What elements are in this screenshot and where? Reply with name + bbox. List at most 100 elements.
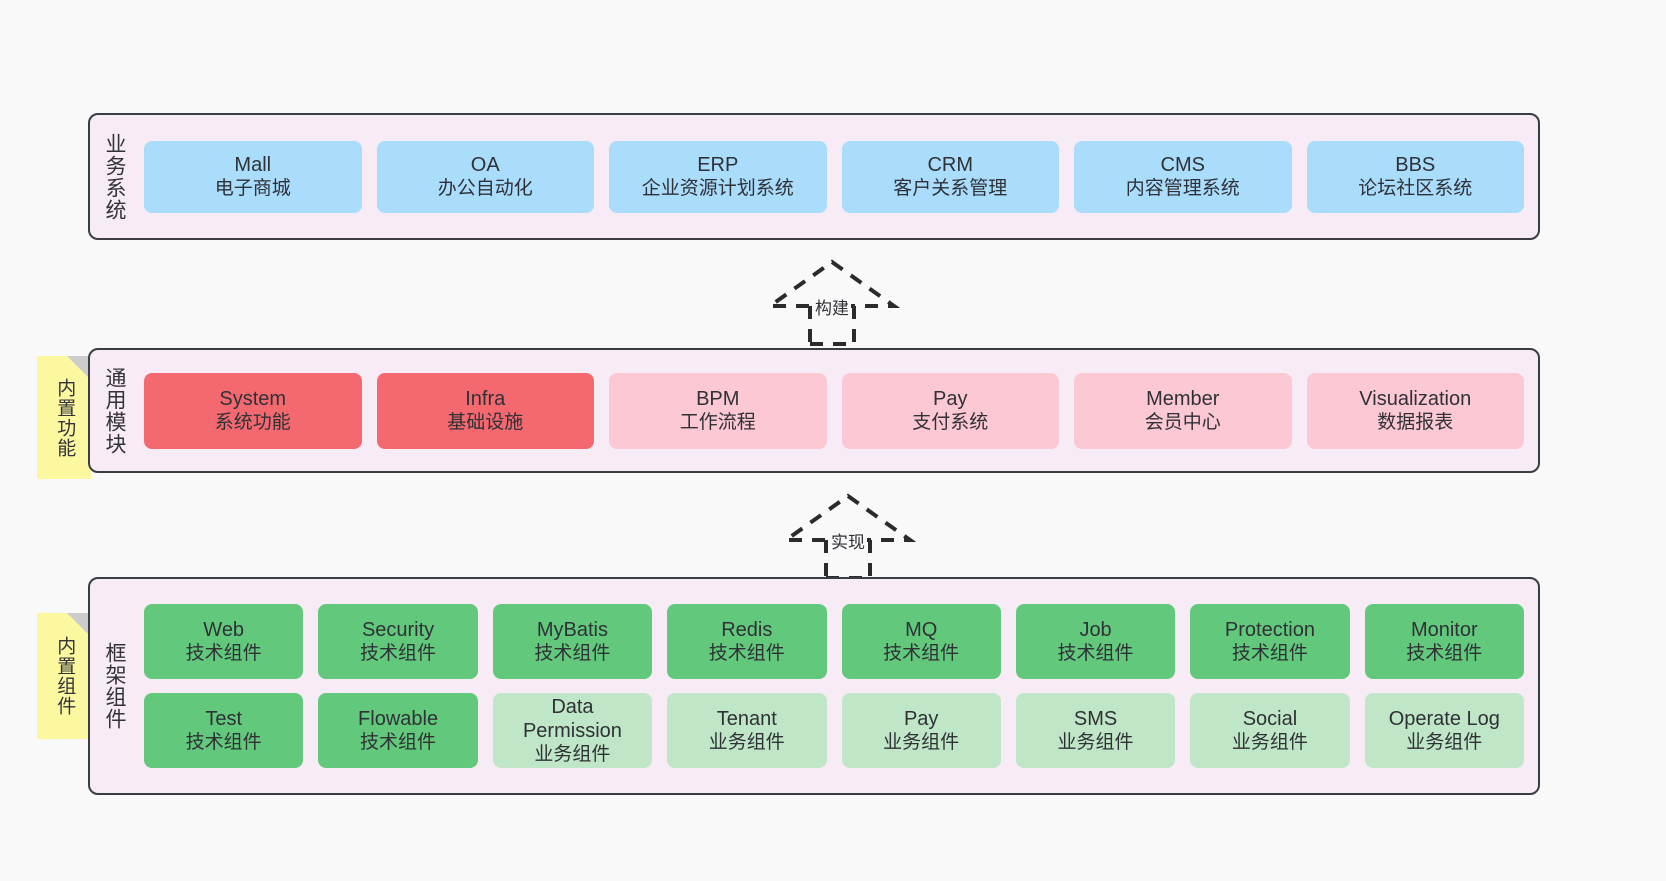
module-subtitle: 会员中心	[1144, 412, 1221, 434]
sticky-fold-icon	[67, 356, 91, 380]
module-subtitle: 技术组件	[360, 732, 437, 754]
module-box-bbs[interactable]: BBS 论坛社区系统	[1306, 140, 1524, 213]
module-box-cms[interactable]: CMS 内容管理系统	[1074, 140, 1292, 213]
module-name: Redis	[721, 618, 773, 641]
module-box-web[interactable]: Web 技术组件	[144, 604, 304, 679]
module-subtitle: 业务组件	[1406, 732, 1483, 754]
module-box-flowable[interactable]: Flowable 技术组件	[318, 693, 478, 768]
module-subtitle: 技术组件	[708, 643, 785, 665]
module-box-mq[interactable]: MQ 技术组件	[841, 604, 1001, 679]
module-subtitle: 业务组件	[883, 732, 960, 754]
module-name: Pay	[903, 707, 939, 730]
module-name: Flowable	[358, 707, 439, 730]
module-box-social[interactable]: Social 业务组件	[1190, 693, 1350, 768]
layer-framework-component: 框架组件 Web 技术组件 Security 技术组件 MyBatis 技术组件…	[88, 577, 1540, 795]
module-name: SMS	[1073, 707, 1118, 730]
module-subtitle: 技术组件	[534, 643, 611, 665]
module-name: OA	[470, 153, 500, 176]
layer-body-framework-component: Web 技术组件 Security 技术组件 MyBatis 技术组件 Redi…	[138, 579, 1538, 793]
module-box-pay-business[interactable]: Pay 业务组件	[841, 693, 1001, 768]
layer-row: System 系统功能 Infra 基础设施 BPM 工作流程 Pay 支付系统…	[144, 372, 1524, 449]
connector-label-realize: 实现	[829, 528, 867, 553]
module-box-sms[interactable]: SMS 业务组件	[1015, 693, 1176, 768]
module-box-mall[interactable]: Mall 电子商城	[144, 140, 362, 213]
module-subtitle: 技术组件	[360, 643, 437, 665]
module-box-tenant[interactable]: Tenant 业务组件	[667, 693, 827, 768]
module-name: ERP	[697, 153, 739, 176]
module-box-system[interactable]: System 系统功能	[144, 372, 362, 449]
layer-title-business-system: 业务系统	[103, 132, 127, 221]
module-name: System	[219, 387, 287, 410]
module-name-line2: Permission	[522, 719, 622, 742]
module-name: Data	[551, 695, 594, 718]
module-name: Web	[203, 618, 245, 641]
module-box-oa[interactable]: OA 办公自动化	[376, 140, 594, 213]
module-box-pay[interactable]: Pay 支付系统	[841, 372, 1059, 449]
module-box-security[interactable]: Security 技术组件	[318, 604, 478, 679]
module-subtitle: 支付系统	[912, 412, 989, 434]
module-box-job[interactable]: Job 技术组件	[1015, 604, 1176, 679]
module-box-crm[interactable]: CRM 客户关系管理	[841, 140, 1059, 213]
connector-build: 构建	[742, 258, 922, 346]
module-subtitle: 业务组件	[1057, 732, 1134, 754]
module-subtitle: 技术组件	[1231, 643, 1308, 665]
connector-realize: 实现	[758, 492, 938, 580]
module-subtitle: 技术组件	[185, 732, 262, 754]
module-box-erp[interactable]: ERP 企业资源计划系统	[609, 140, 827, 213]
module-box-operate-log[interactable]: Operate Log 业务组件	[1364, 693, 1524, 768]
module-subtitle: 业务组件	[1231, 732, 1308, 754]
module-name: CMS	[1160, 153, 1205, 176]
module-name: Mall	[234, 153, 272, 176]
module-box-infra[interactable]: Infra 基础设施	[376, 372, 594, 449]
module-subtitle: 数据报表	[1377, 412, 1454, 434]
module-subtitle: 技术组件	[185, 643, 262, 665]
module-box-member[interactable]: Member 会员中心	[1074, 372, 1292, 449]
module-box-mybatis[interactable]: MyBatis 技术组件	[492, 604, 653, 679]
module-subtitle: 工作流程	[679, 412, 756, 434]
module-subtitle: 电子商城	[214, 178, 291, 200]
module-name: BPM	[696, 387, 740, 410]
module-subtitle: 企业资源计划系统	[641, 178, 794, 200]
module-subtitle: 系统功能	[214, 412, 291, 434]
layer-row: Web 技术组件 Security 技术组件 MyBatis 技术组件 Redi…	[144, 604, 1524, 679]
module-name: Job	[1079, 618, 1112, 641]
module-subtitle: 业务组件	[534, 744, 611, 766]
module-box-protection[interactable]: Protection 技术组件	[1190, 604, 1350, 679]
module-box-redis[interactable]: Redis 技术组件	[667, 604, 827, 679]
layer-business-system: 业务系统 Mall 电子商城 OA 办公自动化 ERP 企业资源计划系统 CRM…	[88, 113, 1540, 240]
module-name: Pay	[933, 387, 968, 410]
module-name: Visualization	[1359, 387, 1472, 410]
module-subtitle: 业务组件	[708, 732, 785, 754]
module-box-data-permission[interactable]: Data Permission 业务组件	[492, 693, 653, 768]
module-name: CRM	[927, 153, 974, 176]
module-subtitle: 技术组件	[1406, 643, 1483, 665]
module-name: Social	[1242, 707, 1298, 730]
sticky-fold-icon	[67, 613, 91, 637]
module-subtitle: 论坛社区系统	[1358, 178, 1473, 200]
module-name: BBS	[1395, 153, 1436, 176]
module-name: Operate Log	[1388, 707, 1500, 730]
module-name: MQ	[905, 618, 938, 641]
layer-title-common-module: 通用模块	[103, 366, 127, 455]
module-subtitle: 技术组件	[1057, 643, 1134, 665]
module-name: Member	[1146, 387, 1220, 410]
module-box-visualization[interactable]: Visualization 数据报表	[1306, 372, 1524, 449]
module-box-monitor[interactable]: Monitor 技术组件	[1364, 604, 1524, 679]
module-subtitle: 基础设施	[447, 412, 524, 434]
connector-label-build: 构建	[813, 294, 851, 319]
module-box-test[interactable]: Test 技术组件	[144, 693, 304, 768]
module-box-bpm[interactable]: BPM 工作流程	[609, 372, 827, 449]
sticky-note-label: 内置功能	[54, 377, 76, 458]
module-name: Tenant	[716, 707, 777, 730]
sticky-note-builtin-component: 内置组件	[37, 613, 91, 739]
module-subtitle: 技术组件	[883, 643, 960, 665]
layer-row: Test 技术组件 Flowable 技术组件 Data Permission …	[144, 693, 1524, 768]
layer-title-framework-component: 框架组件	[103, 642, 127, 730]
layer-body-common-module: System 系统功能 Infra 基础设施 BPM 工作流程 Pay 支付系统…	[138, 350, 1538, 471]
layer-row: Mall 电子商城 OA 办公自动化 ERP 企业资源计划系统 CRM 客户关系…	[144, 140, 1524, 213]
sticky-note-builtin-function: 内置功能	[37, 356, 91, 479]
module-name: MyBatis	[536, 618, 608, 641]
module-name: Protection	[1224, 618, 1315, 641]
module-name: Infra	[465, 387, 506, 410]
